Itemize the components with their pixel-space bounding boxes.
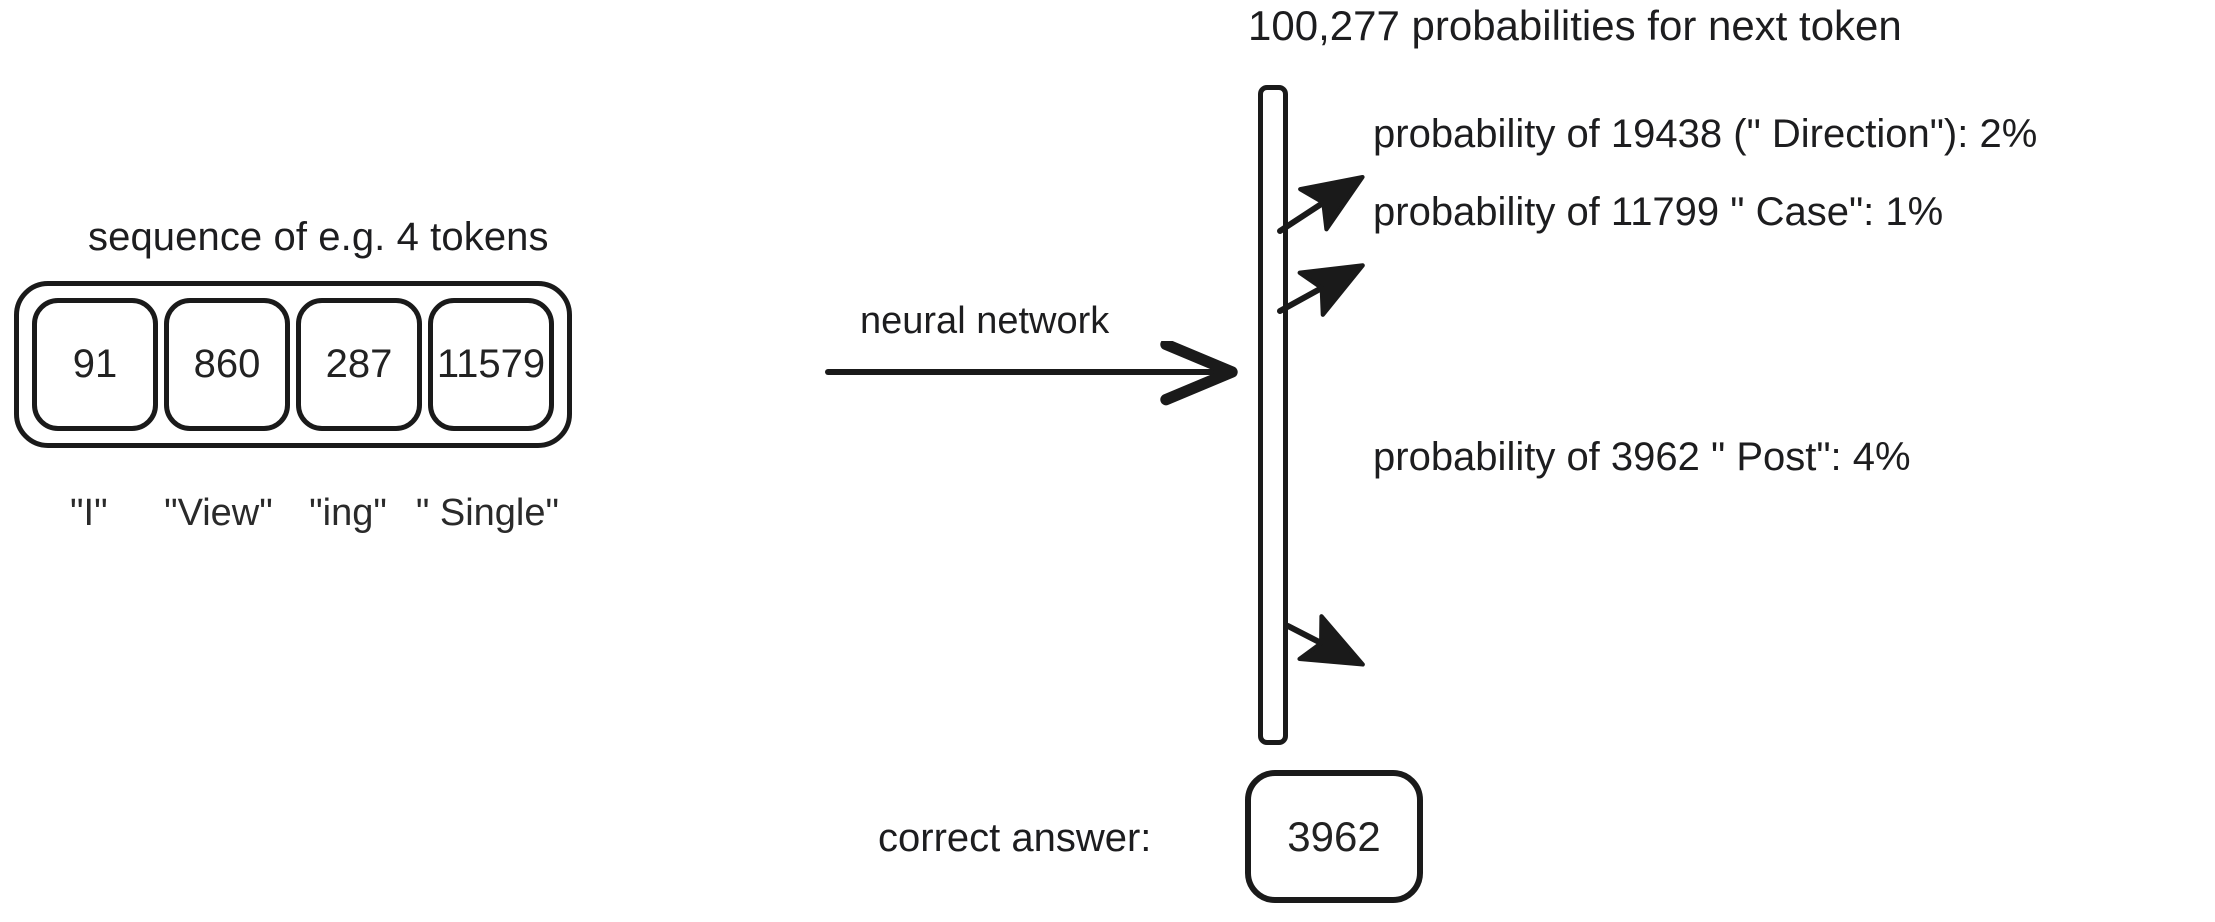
probability-bar[interactable] — [1258, 85, 1288, 745]
sequence-caption: sequence of e.g. 4 tokens — [88, 215, 549, 259]
token-box-2[interactable]: 287 — [296, 298, 422, 431]
correct-answer-label: correct answer: — [878, 816, 1152, 860]
token-label-3: " Single" — [415, 492, 559, 534]
token-label-row: "I" "View" "ing" " Single" — [14, 492, 572, 535]
probability-arrow-1 — [1277, 263, 1365, 317]
token-box-3[interactable]: 11579 — [428, 298, 554, 431]
probability-label-0: probability of 19438 (" Direction"): 2% — [1373, 112, 2038, 156]
probability-arrow-0 — [1277, 174, 1365, 234]
token-box-1[interactable]: 860 — [164, 298, 290, 431]
token-label-1: "View" — [164, 492, 273, 534]
probability-label-1: probability of 11799 " Case": 1% — [1373, 190, 1944, 234]
probability-arrow-2 — [1285, 614, 1365, 667]
token-box-0[interactable]: 91 — [32, 298, 158, 431]
neural-network-label: neural network — [860, 300, 1110, 342]
probability-label-2: probability of 3962 " Post": 4% — [1373, 435, 1911, 479]
token-row: 91 860 287 11579 — [32, 298, 554, 431]
token-label-2: "ing" — [309, 492, 387, 534]
token-sequence-container: 91 860 287 11579 — [14, 281, 572, 448]
correct-answer-box[interactable]: 3962 — [1245, 770, 1423, 903]
output-title: 100,277 probabilities for next token — [1248, 2, 1902, 49]
token-label-0: "I" — [70, 492, 108, 534]
